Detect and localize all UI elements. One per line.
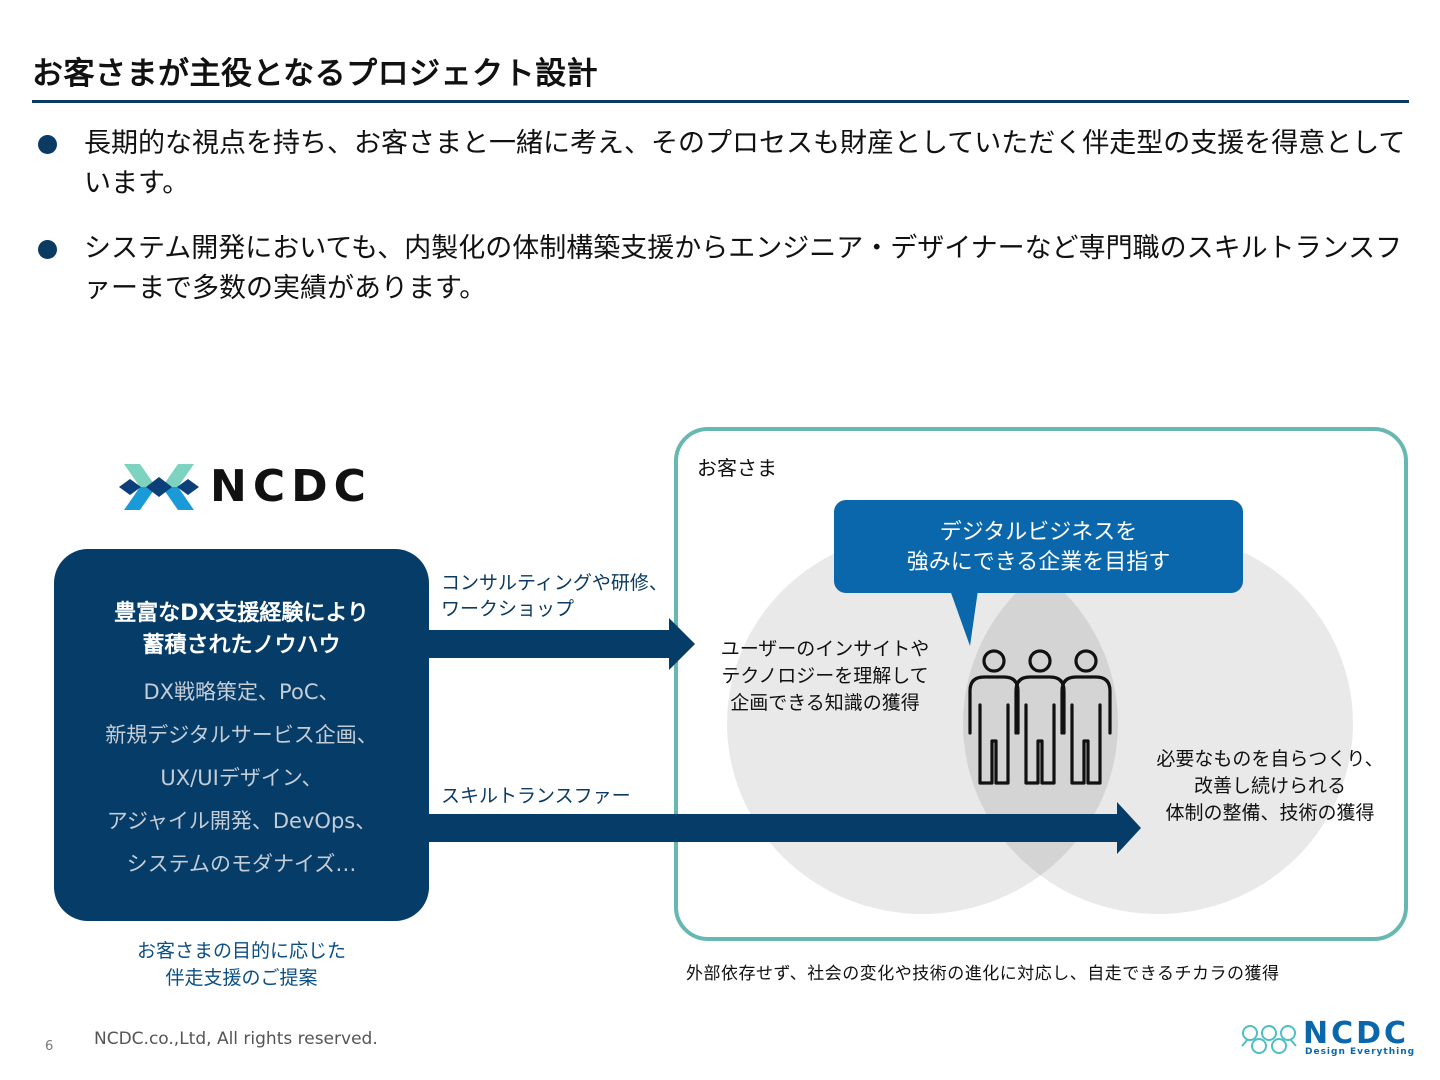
service-item: UX/UIデザイン、 — [160, 766, 323, 790]
skill-transfer-arrow-label: スキルトランスファー — [441, 785, 631, 807]
bullet-item: 長期的な視点を持ち、お客さまと一緒に考え、そのプロセスも財産としていただく伴走型… — [38, 124, 1408, 204]
bullet-item: システム開発においても、内製化の体制構築支援からエンジニア・デザイナーなど専門職… — [38, 229, 1408, 309]
ncdc-logo-text: NCDC — [210, 461, 372, 512]
goal-line: 強みにできる企業を目指す — [906, 550, 1171, 575]
bullet-text: システム開発においても、内製化の体制構築支援からエンジニア・デザイナーなど専門職… — [84, 233, 1403, 304]
bullet-dot-icon — [38, 240, 57, 259]
arrow-label-line: ワークショップ — [441, 598, 575, 620]
customer-frame — [674, 427, 1408, 941]
knowledge-line: 企画できる知識の獲得 — [730, 692, 920, 714]
footer-tagline: Design Everything — [1305, 1047, 1416, 1057]
service-item: システムのモダナイズ… — [126, 852, 357, 876]
proposal-line: 伴走支援のご提案 — [165, 967, 318, 989]
customer-label: お客さま — [697, 456, 777, 480]
capability-line: 必要なものを自らつくり、 — [1156, 748, 1384, 770]
service-item: アジャイル開発、DevOps、 — [106, 809, 377, 833]
consulting-arrow-icon — [429, 618, 695, 670]
knowhow-title-line: 豊富なDX支援経験により — [114, 601, 369, 626]
knowledge-line: テクノロジーを理解して — [721, 665, 929, 687]
proposal-line: お客さまの目的に応じた — [136, 940, 346, 962]
footer-logo-text: NCDC — [1303, 1016, 1410, 1051]
people-icon — [968, 649, 1112, 785]
service-item: 新規デジタルサービス企画、 — [105, 723, 378, 747]
knowledge-text: ユーザーのインサイトや テクノロジーを理解して 企画できる知識の獲得 — [700, 636, 950, 717]
skill-transfer-arrow-icon — [429, 802, 1141, 854]
consulting-arrow-label: コンサルティングや研修、 ワークショップ — [441, 570, 668, 622]
speech-tail-icon — [950, 590, 978, 646]
capability-circle — [963, 533, 1353, 914]
ncdc-logo-icon — [119, 464, 199, 510]
goal-speech-bubble: デジタルビジネスを 強みにできる企業を目指す — [834, 500, 1243, 593]
capability-line: 改善し続けられる — [1193, 775, 1346, 797]
knowhow-title-line: 蓄積されたノウハウ — [142, 633, 341, 658]
page-title: お客さまが主役となるプロジェクト設計 — [32, 56, 599, 92]
bullet-text: 長期的な視点を持ち、お客さまと一緒に考え、そのプロセスも財産としていただく伴走型… — [84, 128, 1406, 199]
knowledge-line: ユーザーのインサイトや — [720, 638, 930, 660]
page-number: 6 — [45, 1039, 54, 1054]
knowhow-title: 豊富なDX支援経験により 蓄積されたノウハウ — [54, 598, 429, 662]
service-item: DX戦略策定、PoC、 — [143, 680, 340, 704]
outcome-caption: 外部依存せず、社会の変化や技術の進化に対応し、自走できるチカラの獲得 — [686, 964, 1280, 984]
bullet-dot-icon — [38, 135, 57, 154]
capability-line: 体制の整備、技術の獲得 — [1165, 802, 1375, 824]
proposal-caption: お客さまの目的に応じた 伴走支援のご提案 — [54, 938, 429, 992]
title-divider — [32, 100, 1409, 103]
capability-text: 必要なものを自らつくり、 改善し続けられる 体制の整備、技術の獲得 — [1145, 746, 1395, 827]
knowhow-box: 豊富なDX支援経験により 蓄積されたノウハウ DX戦略策定、PoC、 新規デジタ… — [54, 549, 429, 921]
goal-line: デジタルビジネスを — [939, 520, 1138, 545]
copyright-text: NCDC.co.,Ltd, All rights reserved. — [94, 1029, 378, 1049]
footer-logo-icon — [1241, 1025, 1297, 1054]
arrow-label-line: コンサルティングや研修、 — [441, 572, 668, 594]
